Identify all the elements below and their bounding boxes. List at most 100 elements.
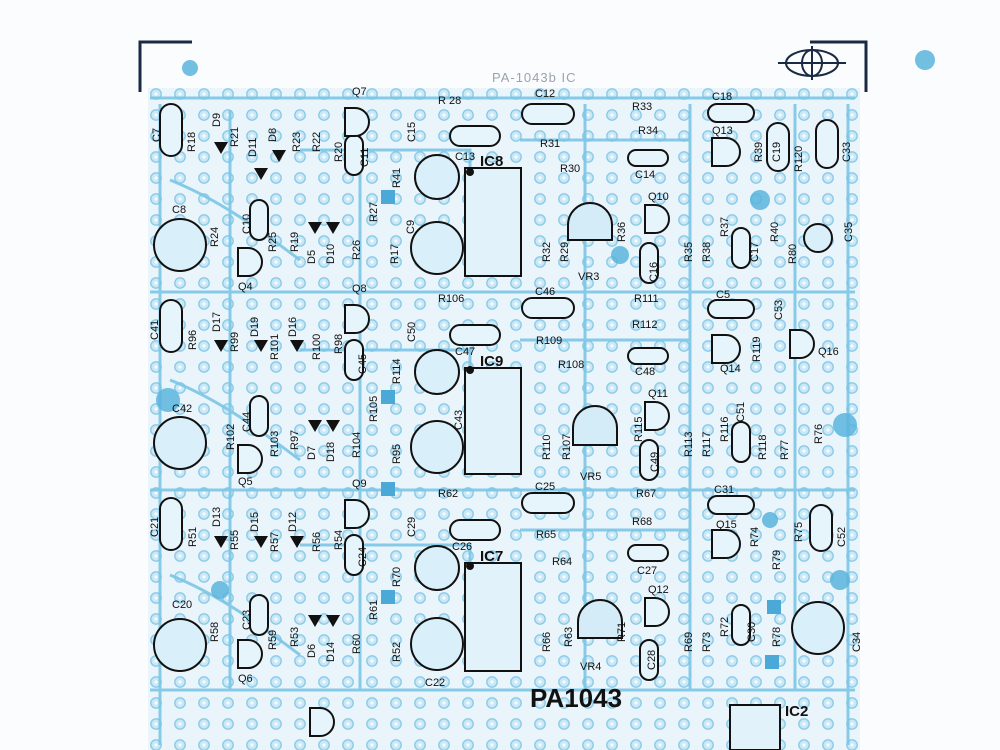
label-VR3: VR3 bbox=[578, 271, 599, 283]
label-C44: C44 bbox=[241, 412, 253, 432]
label-VR5: VR5 bbox=[580, 471, 601, 483]
label-R19: R19 bbox=[289, 232, 301, 252]
label-D13: D13 bbox=[211, 507, 223, 527]
label-R100: R100 bbox=[311, 334, 323, 360]
label-R75: R75 bbox=[793, 522, 805, 542]
registration-mark-icon bbox=[778, 46, 846, 80]
label-D9: D9 bbox=[211, 113, 223, 127]
label-C46: C46 bbox=[535, 286, 555, 298]
label-D11: D11 bbox=[247, 138, 259, 157]
label-C43: C43 bbox=[453, 410, 465, 430]
board-frame bbox=[138, 40, 868, 92]
label-C47: C47 bbox=[455, 346, 475, 358]
label-R32: R32 bbox=[541, 242, 553, 262]
label-R76: R76 bbox=[813, 424, 825, 444]
label-R18: R18 bbox=[186, 132, 198, 152]
label-C7: C7 bbox=[151, 128, 163, 142]
label-C22: C22 bbox=[425, 677, 445, 689]
label-Q5: Q5 bbox=[238, 476, 253, 488]
label-R115: R115 bbox=[633, 417, 645, 442]
label-R73: R73 bbox=[701, 632, 713, 652]
trimmer-potentiometers bbox=[567, 202, 623, 639]
label-R61: R61 bbox=[368, 600, 380, 620]
label-R119: R119 bbox=[751, 337, 763, 362]
label-C26: C26 bbox=[452, 541, 472, 553]
label-D12: D12 bbox=[287, 512, 299, 532]
label-R38: R38 bbox=[701, 242, 713, 262]
label-R78: R78 bbox=[771, 627, 783, 647]
label-R33: R33 bbox=[632, 101, 652, 113]
label-R27: R27 bbox=[368, 202, 380, 222]
label-C30: C30 bbox=[746, 622, 758, 642]
ic-packages bbox=[464, 167, 781, 750]
ic7-label: IC7 bbox=[480, 548, 503, 565]
label-R62: R62 bbox=[438, 488, 458, 500]
label-R114: R114 bbox=[391, 359, 403, 384]
board-title: PA1043 bbox=[530, 683, 622, 713]
label-R109: R109 bbox=[536, 335, 562, 347]
label-R54: R54 bbox=[333, 530, 345, 550]
label-C20: C20 bbox=[172, 599, 192, 611]
label-R113: R113 bbox=[683, 432, 695, 457]
label-C31: C31 bbox=[714, 484, 734, 496]
label-R17: R17 bbox=[389, 244, 401, 264]
label-C28: C28 bbox=[646, 650, 658, 670]
label-R26: R26 bbox=[351, 240, 363, 260]
label-D15: D15 bbox=[249, 512, 261, 532]
label-R28: R 28 bbox=[438, 95, 461, 107]
label-D8: D8 bbox=[267, 128, 279, 142]
label-C48: C48 bbox=[635, 366, 655, 378]
label-R34: R34 bbox=[638, 125, 658, 137]
label-Q11: Q11 bbox=[648, 388, 668, 400]
label-R97: R97 bbox=[289, 430, 301, 450]
label-D16: D16 bbox=[287, 317, 299, 337]
label-R52: R52 bbox=[391, 642, 403, 662]
label-R35: R35 bbox=[683, 242, 695, 262]
label-R101: R101 bbox=[269, 334, 281, 360]
label-D14: D14 bbox=[325, 642, 337, 662]
label-D18: D18 bbox=[325, 442, 337, 462]
label-D19: D19 bbox=[249, 317, 261, 337]
label-R22: R22 bbox=[311, 132, 323, 152]
component-labels: C7 R18 D9 R21 D11 D8 R23 R22 Q7 R20 C11 … bbox=[149, 86, 863, 689]
label-R65: R65 bbox=[536, 529, 556, 541]
label-R95: R95 bbox=[391, 444, 403, 464]
label-R111: R111 bbox=[634, 293, 659, 305]
label-R23: R23 bbox=[291, 132, 303, 152]
label-R68: R68 bbox=[632, 516, 652, 528]
label-C29: C29 bbox=[406, 517, 418, 537]
ic9-label: IC9 bbox=[480, 353, 503, 370]
board-header-code: PA-1043b IC bbox=[492, 70, 576, 85]
electrolytic-capacitors bbox=[153, 154, 845, 672]
label-R67: R67 bbox=[636, 488, 656, 500]
label-C45: C45 bbox=[357, 354, 369, 374]
label-R77: R77 bbox=[779, 440, 791, 460]
label-R79: R79 bbox=[771, 550, 783, 570]
label-R66: R66 bbox=[541, 632, 553, 652]
label-R106: R106 bbox=[438, 293, 464, 305]
label-C51: C51 bbox=[735, 402, 747, 422]
label-R39: R39 bbox=[753, 142, 765, 162]
label-R24: R24 bbox=[209, 227, 221, 247]
label-C14: C14 bbox=[635, 169, 655, 181]
label-Q15: Q15 bbox=[716, 519, 737, 531]
label-C21: C21 bbox=[149, 517, 161, 537]
transistors bbox=[237, 107, 815, 737]
label-Q10: Q10 bbox=[648, 191, 669, 203]
label-R25: R25 bbox=[267, 232, 279, 252]
label-R98: R98 bbox=[333, 334, 345, 354]
label-R107: R107 bbox=[561, 434, 573, 460]
label-R80: R80 bbox=[787, 244, 799, 264]
label-R72: R72 bbox=[719, 617, 731, 637]
label-C18: C18 bbox=[712, 91, 732, 103]
label-R74: R74 bbox=[749, 527, 761, 547]
label-R118: R118 bbox=[757, 435, 769, 460]
square-pads bbox=[381, 190, 781, 669]
label-C24: C24 bbox=[357, 547, 369, 567]
label-VR4: VR4 bbox=[580, 661, 601, 673]
label-C25: C25 bbox=[535, 481, 555, 493]
label-R20: R20 bbox=[333, 142, 345, 162]
label-R57: R57 bbox=[269, 532, 281, 552]
label-C34: C34 bbox=[851, 632, 863, 652]
